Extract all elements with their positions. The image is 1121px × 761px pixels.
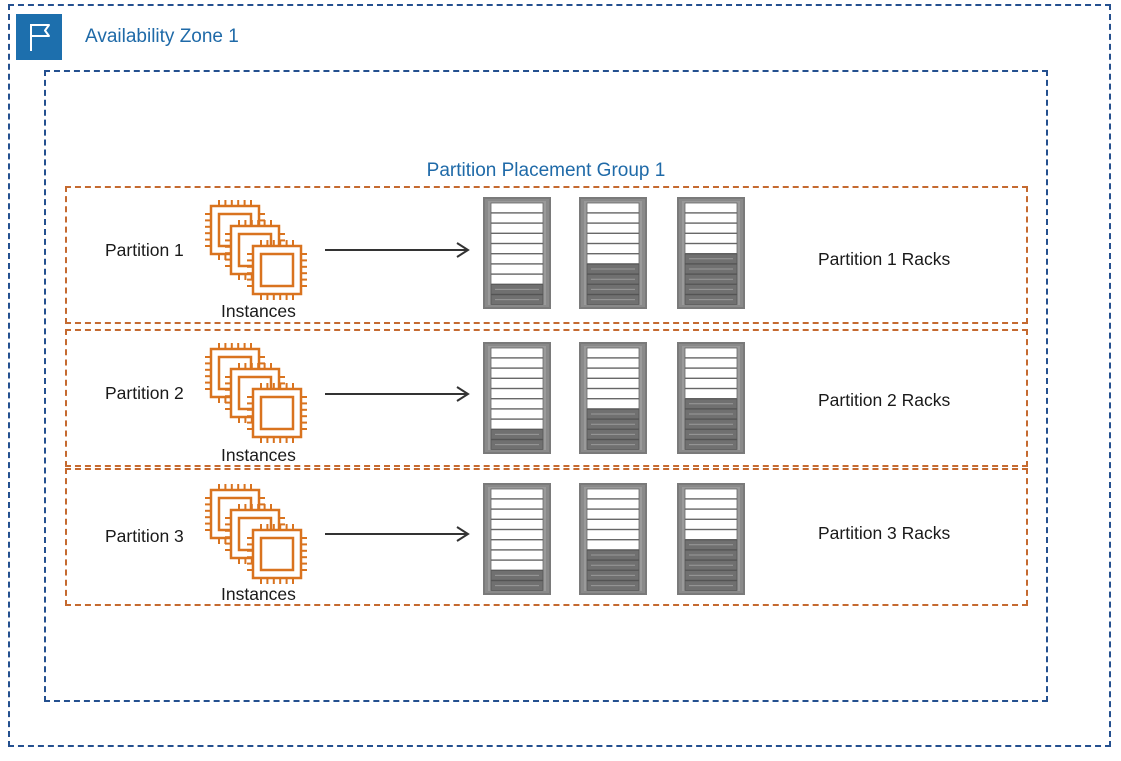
- partition-label: Partition 2: [105, 383, 184, 403]
- instances-label: Instances: [221, 301, 296, 321]
- racks-label: Partition 1 Racks: [818, 249, 951, 269]
- arrow-icon: [323, 384, 473, 404]
- server-rack-icon: [579, 483, 647, 595]
- arrow-icon: [323, 524, 473, 544]
- partition-label: Partition 3: [105, 526, 184, 546]
- availability-zone-container: Availability Zone 1: [8, 4, 1111, 747]
- partition-row: Partition 3 Instances Partition 3 Racks: [65, 468, 1028, 606]
- racks-label: Partition 3 Racks: [818, 523, 951, 543]
- server-rack-icon: [677, 197, 745, 309]
- partition-row: Partition 1 Instances Partition 1 Racks: [65, 186, 1028, 324]
- server-rack-icon: [677, 483, 745, 595]
- instances-label: Instances: [221, 584, 296, 604]
- flag-icon: [16, 14, 62, 60]
- instances-icon: [203, 198, 315, 300]
- server-rack-icon: [579, 197, 647, 309]
- server-rack-icon: [483, 342, 551, 454]
- server-rack-icon: [483, 483, 551, 595]
- server-rack-icon: [579, 342, 647, 454]
- server-rack-icon: [483, 197, 551, 309]
- availability-zone-title: Availability Zone 1: [85, 26, 239, 47]
- placement-group-container: Partition Placement Group 1: [44, 70, 1048, 702]
- partition-label: Partition 1: [105, 240, 184, 260]
- instances-icon: [203, 341, 315, 443]
- arrow-icon: [323, 240, 473, 260]
- placement-group-title: Partition Placement Group 1: [426, 160, 666, 181]
- racks-label: Partition 2 Racks: [818, 390, 951, 410]
- instances-label: Instances: [221, 445, 296, 465]
- instances-icon: [203, 482, 315, 584]
- server-rack-icon: [677, 342, 745, 454]
- partition-row: Partition 2 Instances Partition 2 Racks: [65, 329, 1028, 467]
